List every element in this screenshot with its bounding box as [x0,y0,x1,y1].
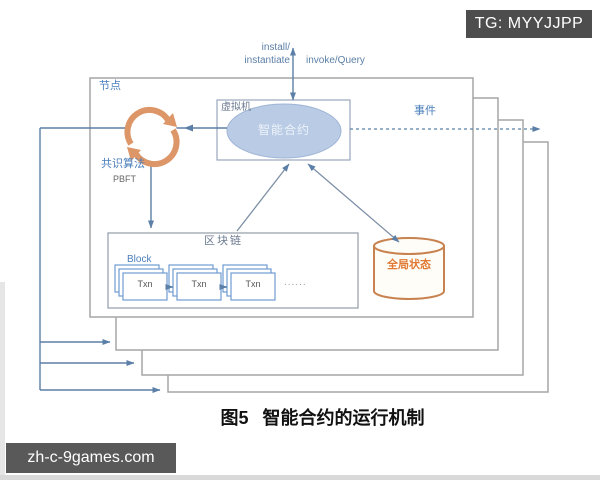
figure-title: 智能合约的运行机制 [262,408,425,428]
page-edge-bottom [0,475,600,480]
install-label-line1: install/ [261,42,290,53]
txn-label-3: Txn [245,279,261,289]
figure-caption: 图5 智能合约的运行机制 [45,404,600,430]
txn-stack-1 [114,264,168,301]
chain-ellipsis: ...... [284,277,307,288]
world-state-label: 全局状态 [387,259,431,271]
consensus-label: 共识算法 [101,158,145,170]
block-label: Block [127,254,152,265]
left-arrowhead [184,124,193,132]
chain-to-contract-arrow [236,163,290,232]
txn-label-2: Txn [191,279,207,289]
vm-label: 虚拟机 [221,102,251,113]
node-label: 节点 [99,80,121,92]
smart-contract-label: 智能合约 [257,123,310,137]
figure-number: 图5 [220,408,249,428]
page-edge-left [0,282,5,475]
install-label: install/ instantiate [210,41,290,67]
invoke-query-label: invoke/Query [306,55,365,66]
install-label-line2: instantiate [244,55,290,66]
txn-label-1: Txn [137,279,153,289]
blockchain-label: 区块链 [204,235,243,247]
smart-contract-ellipse [226,103,342,159]
consensus-cycle-icon [124,106,180,168]
pbft-label: PBFT [113,174,137,184]
contract-state-arrow [307,163,400,243]
txn-stack-3 [222,264,276,301]
txn-stack-2 [168,264,222,301]
watermark-bottom: zh-c-9games.com [6,443,176,473]
event-label: 事件 [414,105,436,117]
watermark-top: TG: MYYJJPP [466,10,592,38]
